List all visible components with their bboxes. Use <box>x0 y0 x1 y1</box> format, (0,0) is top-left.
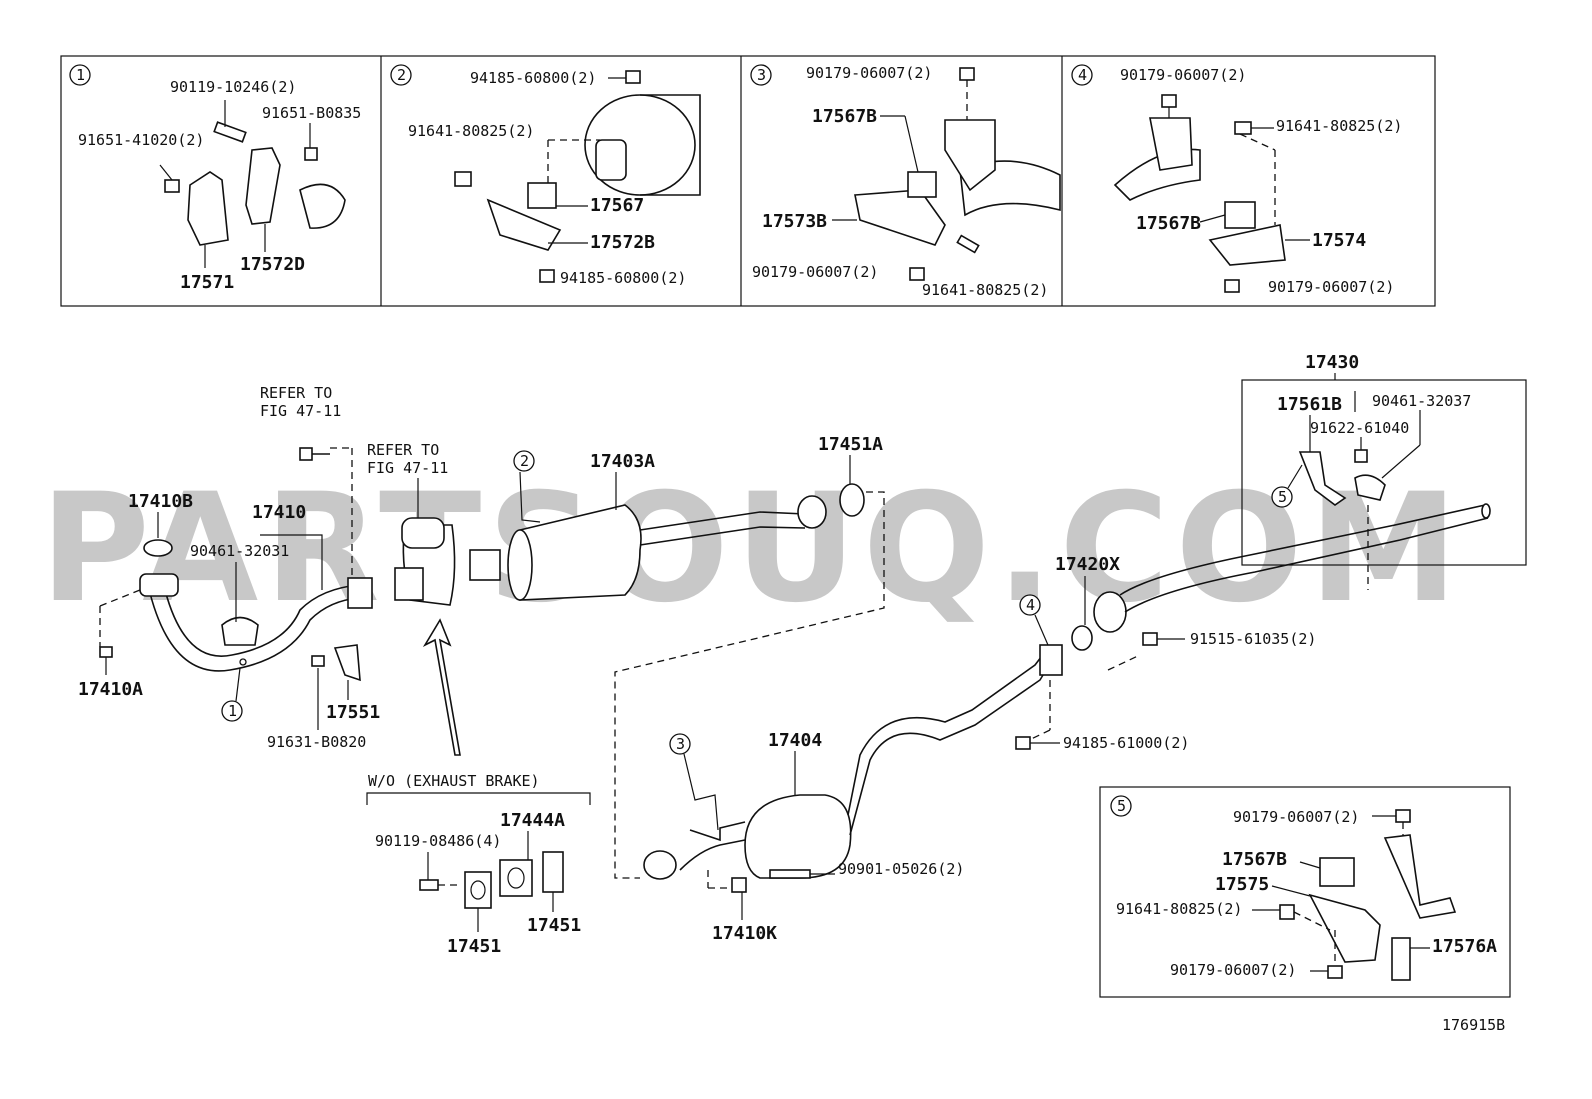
callout-number: 5 <box>1278 488 1287 506</box>
callout-circle <box>69 64 91 86</box>
part-label: 17403A <box>590 451 655 472</box>
part-label: 90179-06007(2) <box>806 64 932 82</box>
callout-circle <box>1019 594 1041 616</box>
part-label: 91641-80825(2) <box>922 281 1048 299</box>
watermark: PARTSOUQ.COM <box>40 462 1464 636</box>
part-label: 17576A <box>1432 936 1497 957</box>
inset-5-frame <box>1099 786 1511 998</box>
callout-circle <box>513 450 535 472</box>
inset-frame <box>60 55 1436 307</box>
part-label: 17572B <box>590 232 655 253</box>
callout-circle <box>669 733 691 755</box>
part-label: 90179-06007(2) <box>752 263 878 281</box>
refer-label: REFER TO <box>260 384 332 402</box>
part-label: 17420X <box>1055 554 1120 575</box>
callout-number: 1 <box>228 702 237 720</box>
part-label: 90461-32037 <box>1372 392 1471 410</box>
part-label: 17410B <box>128 491 193 512</box>
part-label: 91651-B0835 <box>262 104 361 122</box>
gasket-17410B <box>143 539 173 557</box>
refer-label: REFER TO <box>367 441 439 459</box>
part-label: 17430 <box>1305 352 1359 373</box>
part-label: 91641-80825(2) <box>1116 900 1242 918</box>
gasket-17451A <box>839 483 865 517</box>
inset-callout: 3 <box>757 66 766 84</box>
part-label: 17410A <box>78 679 143 700</box>
part-label: 17571 <box>180 272 234 293</box>
part-label: 91515-61035(2) <box>1190 630 1316 648</box>
part-label: 17410 <box>252 502 306 523</box>
main-diagram: REFER TO FIG 47-11 REFER TO FIG 47-11 17… <box>78 352 1527 957</box>
inset-callout: 1 <box>76 66 85 84</box>
part-label: 17567B <box>1136 213 1201 234</box>
callout-number: 2 <box>520 452 529 470</box>
part-label: 17575 <box>1215 874 1269 895</box>
part-label: 17574 <box>1312 230 1366 251</box>
part-label: 17551 <box>326 702 380 723</box>
part-label: 17573B <box>762 211 827 232</box>
assembly-box <box>1241 379 1527 566</box>
part-label: 90179-06007(2) <box>1170 961 1296 979</box>
part-label: 90901-05026(2) <box>838 860 964 878</box>
inset-callout: 4 <box>1078 66 1087 84</box>
inset-callout: 2 <box>397 66 406 84</box>
part-label: 17451 <box>447 936 501 957</box>
part-label: 17567B <box>812 106 877 127</box>
part-label: 91641-80825(2) <box>1276 117 1402 135</box>
inset-3: 3 90179-06007(2) 17567B 17573B 90179-060… <box>750 64 1061 299</box>
part-label: 91651-41020(2) <box>78 131 204 149</box>
part-label: 90179-06007(2) <box>1120 66 1246 84</box>
callout-circle <box>390 64 412 86</box>
inset-callout: 5 <box>1117 797 1126 815</box>
part-label: 90119-10246(2) <box>170 78 296 96</box>
part-label: 17444A <box>500 810 565 831</box>
part-label: 17567B <box>1222 849 1287 870</box>
part-label: 94185-61000(2) <box>1063 734 1189 752</box>
part-label: 17561B <box>1277 394 1342 415</box>
inset-5: 5 90179-06007(2) 17567B 17575 91641-8082… <box>1099 786 1511 998</box>
part-label: 91622-61040 <box>1310 419 1409 437</box>
part-label: 91631-B0820 <box>267 733 366 751</box>
refer-label: FIG 47-11 <box>260 402 341 420</box>
callout-circle <box>750 64 772 86</box>
refer-label: FIG 47-11 <box>367 459 448 477</box>
group-label: W/O (EXHAUST BRAKE) <box>368 772 540 790</box>
part-label: 17567 <box>590 195 644 216</box>
figure-code: 176915B <box>1442 1016 1505 1034</box>
callout-number: 4 <box>1026 596 1035 614</box>
callout-circle <box>221 700 243 722</box>
part-label: 91641-80825(2) <box>408 122 534 140</box>
part-label: 90461-32031 <box>190 542 289 560</box>
part-label: 94185-60800(2) <box>470 69 596 87</box>
inset-4: 4 90179-06007(2) 91641-80825(2) 17567B 1… <box>1071 64 1402 296</box>
callout-number: 3 <box>676 735 685 753</box>
part-label: 94185-60800(2) <box>560 269 686 287</box>
callout-circle <box>1271 486 1293 508</box>
part-label: 17410K <box>712 923 777 944</box>
inset-2: 2 94185-60800(2) 91641-80825(2) 17567 17… <box>390 64 701 287</box>
part-label: 90179-06007(2) <box>1268 278 1394 296</box>
callout-circle <box>1071 64 1093 86</box>
part-label: 17572D <box>240 254 305 275</box>
part-label: 90119-08486(4) <box>375 832 501 850</box>
inset-1: 1 90119-10246(2) 91651-B0835 91651-41020… <box>69 64 361 293</box>
callout-circle <box>1110 795 1132 817</box>
part-label: 17404 <box>768 730 822 751</box>
part-label: 17451A <box>818 434 883 455</box>
part-label: 90179-06007(2) <box>1233 808 1359 826</box>
part-label: 17451 <box>527 915 581 936</box>
